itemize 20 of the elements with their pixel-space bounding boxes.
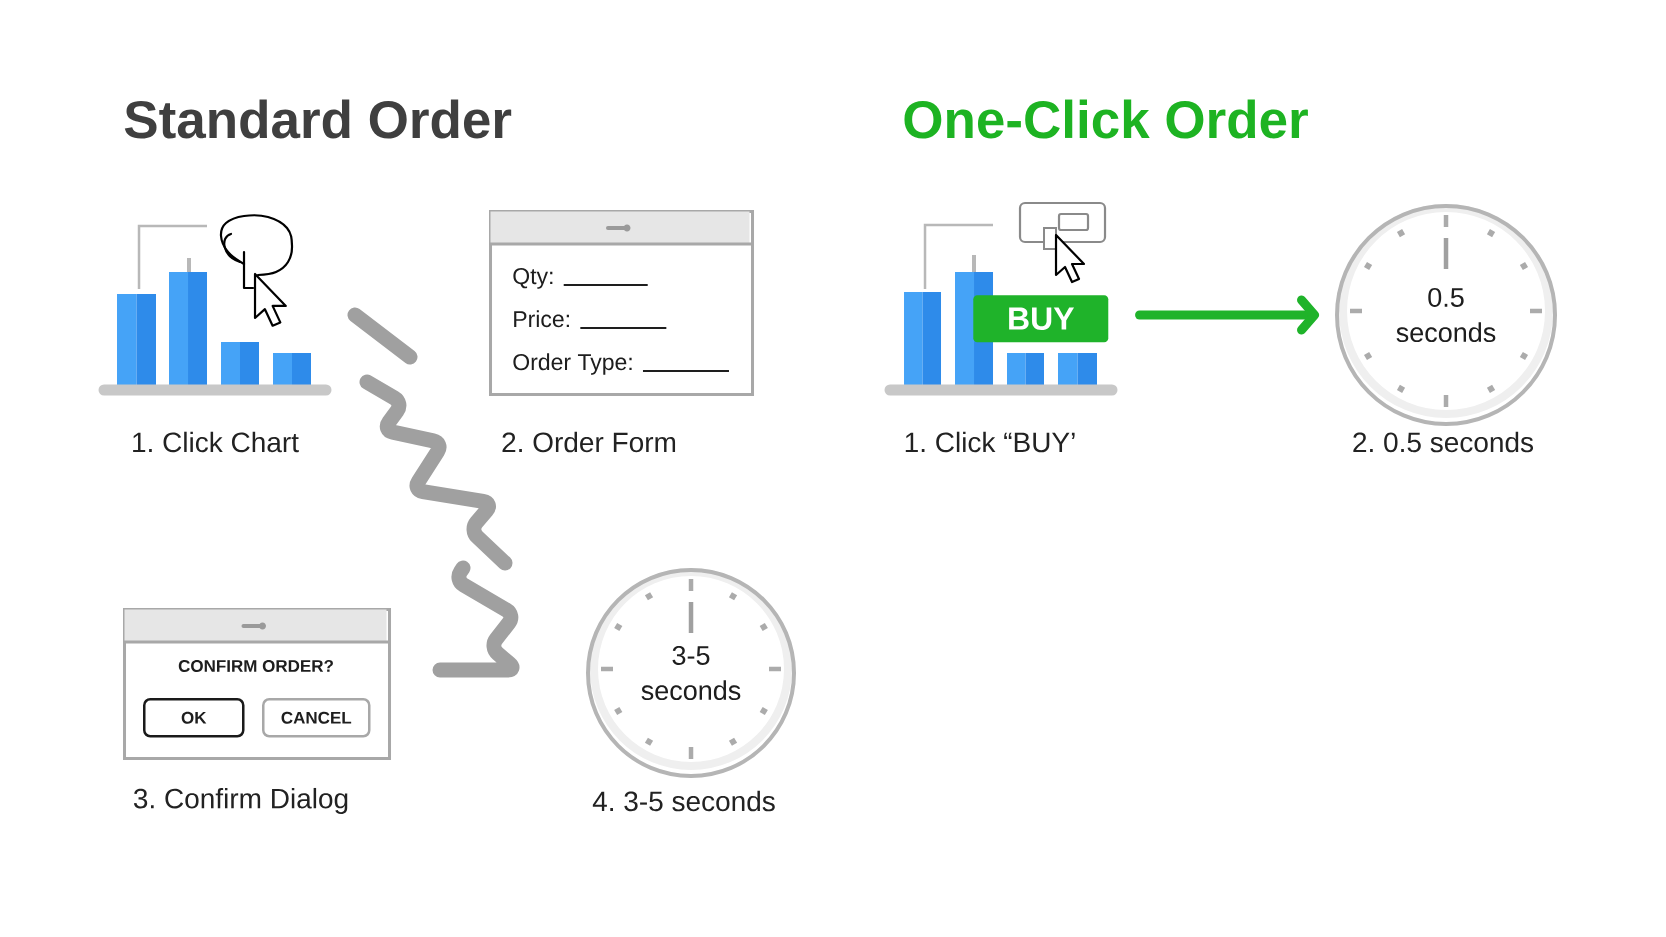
- prompt-text: CONFIRM ORDER?: [178, 659, 333, 672]
- dialog-button: CANCEL: [262, 698, 371, 738]
- step-caption: 4. 3-5 seconds: [592, 790, 775, 812]
- field-label: Order Type:: [513, 353, 632, 375]
- field-label: Qty:: [513, 267, 553, 289]
- dialog-button: OK: [143, 698, 245, 738]
- heading: One-Click Order: [904, 99, 1308, 139]
- clock-face: 0.5 seconds: [1335, 204, 1557, 426]
- chart-illustration: [884, 201, 1118, 396]
- chart-illustration: [98, 214, 332, 396]
- step-caption: 1. Click “BUY’: [905, 431, 1075, 453]
- buy-button: BUY: [973, 295, 1109, 343]
- clock-face: 3-5 seconds: [586, 568, 796, 778]
- arrow: [1135, 295, 1319, 335]
- step-caption: 1. Click Chart: [133, 431, 299, 453]
- field-label: Price:: [514, 310, 569, 328]
- step-caption: 2. 0.5 seconds: [1353, 431, 1533, 453]
- step-caption: 3. Confirm Dialog: [133, 787, 348, 815]
- heading: Standard Order: [124, 99, 512, 139]
- step-caption: 2. Order Form: [502, 431, 676, 453]
